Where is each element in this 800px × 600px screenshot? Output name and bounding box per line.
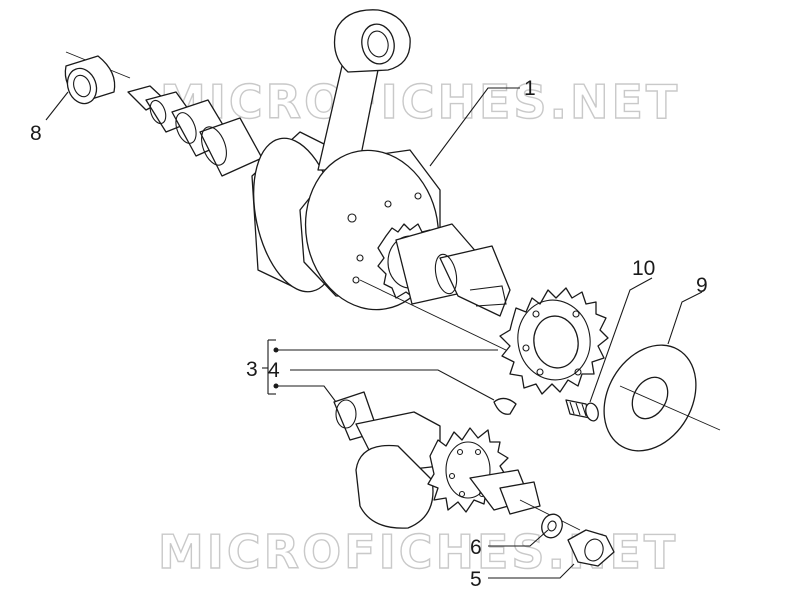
callout-4: 4 — [268, 359, 280, 382]
part-4-key — [493, 397, 517, 415]
callout-8: 8 — [30, 122, 42, 145]
callout-6: 6 — [470, 536, 482, 559]
callout-9: 9 — [696, 274, 708, 297]
part-9-washer — [603, 344, 721, 452]
part-6-washer — [541, 513, 563, 539]
part-1-crankshaft — [127, 9, 511, 353]
part-10-screw — [565, 399, 599, 422]
part-8-bushing — [64, 51, 131, 105]
callout-10: 10 — [632, 257, 655, 280]
callout-labels: 1 3 4 5 6 8 9 10 — [30, 77, 708, 591]
part-3-balance-shaft — [333, 391, 581, 531]
leader-lines — [45, 87, 703, 579]
part-5-nut — [567, 529, 615, 567]
watermark-top: MICROFICHES.NET — [160, 75, 680, 129]
callout-1: 1 — [524, 77, 536, 100]
callout-3: 3 — [246, 358, 258, 381]
callout-5: 5 — [470, 568, 482, 591]
timing-gear — [499, 287, 609, 395]
